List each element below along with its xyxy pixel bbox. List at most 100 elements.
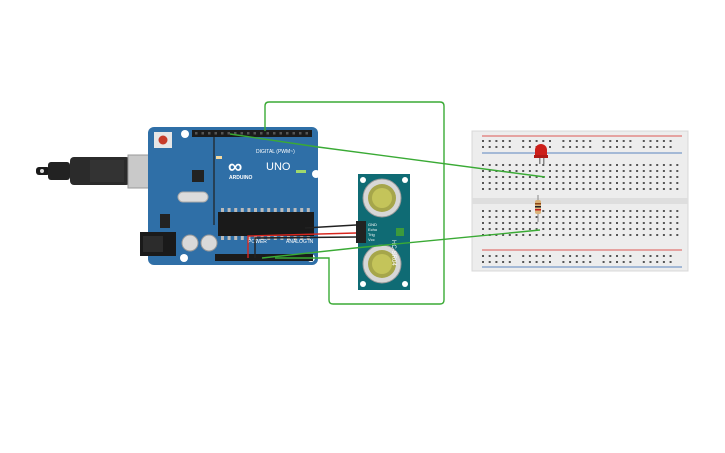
breadboard-hole[interactable] — [582, 222, 585, 224]
breadboard-hole[interactable] — [535, 222, 538, 224]
breadboard-hole[interactable] — [656, 228, 659, 230]
breadboard-hole[interactable] — [616, 255, 618, 257]
breadboard-hole[interactable] — [589, 140, 592, 142]
breadboard-hole[interactable] — [642, 216, 645, 218]
breadboard-hole[interactable] — [528, 216, 531, 218]
breadboard-hole[interactable] — [515, 164, 518, 166]
breadboard-hole[interactable] — [482, 261, 484, 263]
breadboard-hole[interactable] — [508, 261, 511, 263]
breadboard-hole[interactable] — [495, 234, 498, 236]
breadboard-hole[interactable] — [609, 140, 612, 142]
breadboard-hole[interactable] — [636, 228, 639, 230]
sensor-pins[interactable] — [356, 221, 366, 243]
breadboard-hole[interactable] — [522, 182, 525, 184]
breadboard-hole[interactable] — [575, 182, 578, 184]
breadboard-hole[interactable] — [488, 182, 491, 184]
breadboard-hole[interactable] — [535, 188, 538, 190]
breadboard-hole[interactable] — [582, 216, 585, 218]
breadboard-hole[interactable] — [629, 234, 632, 236]
breadboard-hole[interactable] — [562, 234, 565, 236]
breadboard-hole[interactable] — [669, 182, 672, 184]
header-pin[interactable] — [227, 132, 231, 135]
breadboard-hole[interactable] — [622, 140, 625, 142]
breadboard-hole[interactable] — [602, 164, 605, 166]
breadboard-hole[interactable] — [649, 222, 652, 224]
breadboard-hole[interactable] — [542, 234, 545, 236]
wire-red-vcc[interactable] — [247, 232, 357, 258]
breadboard-hole[interactable] — [669, 188, 672, 190]
breadboard-hole[interactable] — [622, 228, 625, 230]
breadboard-hole[interactable] — [622, 216, 625, 218]
breadboard-hole[interactable] — [549, 261, 551, 263]
breadboard-hole[interactable] — [562, 140, 565, 142]
breadboard-hole[interactable] — [622, 210, 625, 212]
breadboard-hole[interactable] — [495, 164, 498, 166]
breadboard-hole[interactable] — [495, 210, 498, 212]
breadboard-hole[interactable] — [495, 228, 498, 230]
breadboard-hole[interactable] — [669, 216, 672, 218]
breadboard-hole[interactable] — [495, 188, 498, 190]
breadboard-hole[interactable] — [515, 234, 518, 236]
breadboard-hole[interactable] — [555, 188, 558, 190]
header-pin[interactable] — [260, 132, 263, 135]
breadboard-hole[interactable] — [609, 164, 612, 166]
breadboard-hole[interactable] — [629, 210, 632, 212]
breadboard-hole[interactable] — [515, 176, 518, 178]
breadboard-hole[interactable] — [535, 170, 538, 172]
breadboard-hole[interactable] — [549, 176, 551, 178]
breadboard-hole[interactable] — [616, 176, 618, 178]
breadboard-hole[interactable] — [582, 146, 585, 148]
breadboard-hole[interactable] — [602, 176, 605, 178]
breadboard-hole[interactable] — [636, 216, 639, 218]
breadboard-hole[interactable] — [555, 234, 558, 236]
breadboard-hole[interactable] — [535, 216, 538, 218]
breadboard-hole[interactable] — [656, 182, 659, 184]
breadboard-hole[interactable] — [616, 140, 618, 142]
wire-green-led[interactable] — [229, 133, 546, 178]
breadboard-hole[interactable] — [528, 234, 531, 236]
breadboard-hole[interactable] — [656, 261, 659, 263]
header-pin[interactable] — [305, 132, 309, 135]
breadboard-hole[interactable] — [522, 216, 525, 218]
breadboard-hole[interactable] — [642, 188, 645, 190]
breadboard-hole[interactable] — [589, 234, 592, 236]
breadboard-hole[interactable] — [562, 188, 565, 190]
breadboard-hole[interactable] — [642, 255, 645, 257]
arduino-board[interactable]: DIGITAL (PWM~) ∞ UNO ARDUINO POWER ANALO… — [36, 127, 320, 265]
breadboard-hole[interactable] — [616, 228, 618, 230]
breadboard-hole[interactable] — [629, 140, 632, 142]
breadboard-hole[interactable] — [676, 188, 679, 190]
breadboard-hole[interactable] — [589, 222, 592, 224]
breadboard-hole[interactable] — [515, 170, 518, 172]
breadboard-hole[interactable] — [515, 188, 518, 190]
breadboard-hole[interactable] — [575, 216, 578, 218]
breadboard-hole[interactable] — [528, 164, 531, 166]
breadboard-hole[interactable] — [636, 210, 639, 212]
breadboard-hole[interactable] — [656, 234, 659, 236]
breadboard-hole[interactable] — [676, 210, 679, 212]
breadboard-hole[interactable] — [569, 261, 572, 263]
breadboard-hole[interactable] — [528, 188, 531, 190]
breadboard-hole[interactable] — [616, 146, 618, 148]
breadboard-hole[interactable] — [602, 210, 605, 212]
breadboard-hole[interactable] — [549, 210, 551, 212]
breadboard-hole[interactable] — [575, 228, 578, 230]
breadboard-hole[interactable] — [642, 210, 645, 212]
breadboard-hole[interactable] — [582, 188, 585, 190]
breadboard-hole[interactable] — [528, 222, 531, 224]
breadboard-hole[interactable] — [549, 146, 551, 148]
breadboard-hole[interactable] — [662, 222, 665, 224]
breadboard-hole[interactable] — [522, 261, 525, 263]
breadboard-hole[interactable] — [522, 234, 525, 236]
header-pin[interactable] — [253, 132, 257, 135]
breadboard-hole[interactable] — [562, 255, 565, 257]
breadboard-hole[interactable] — [502, 140, 505, 142]
breadboard-hole[interactable] — [649, 176, 652, 178]
breadboard-hole[interactable] — [629, 146, 632, 148]
breadboard-hole[interactable] — [555, 228, 558, 230]
breadboard-hole[interactable] — [508, 176, 511, 178]
header-pin[interactable] — [299, 132, 302, 135]
breadboard-hole[interactable] — [662, 255, 665, 257]
breadboard-hole[interactable] — [515, 182, 518, 184]
breadboard-hole[interactable] — [515, 228, 518, 230]
